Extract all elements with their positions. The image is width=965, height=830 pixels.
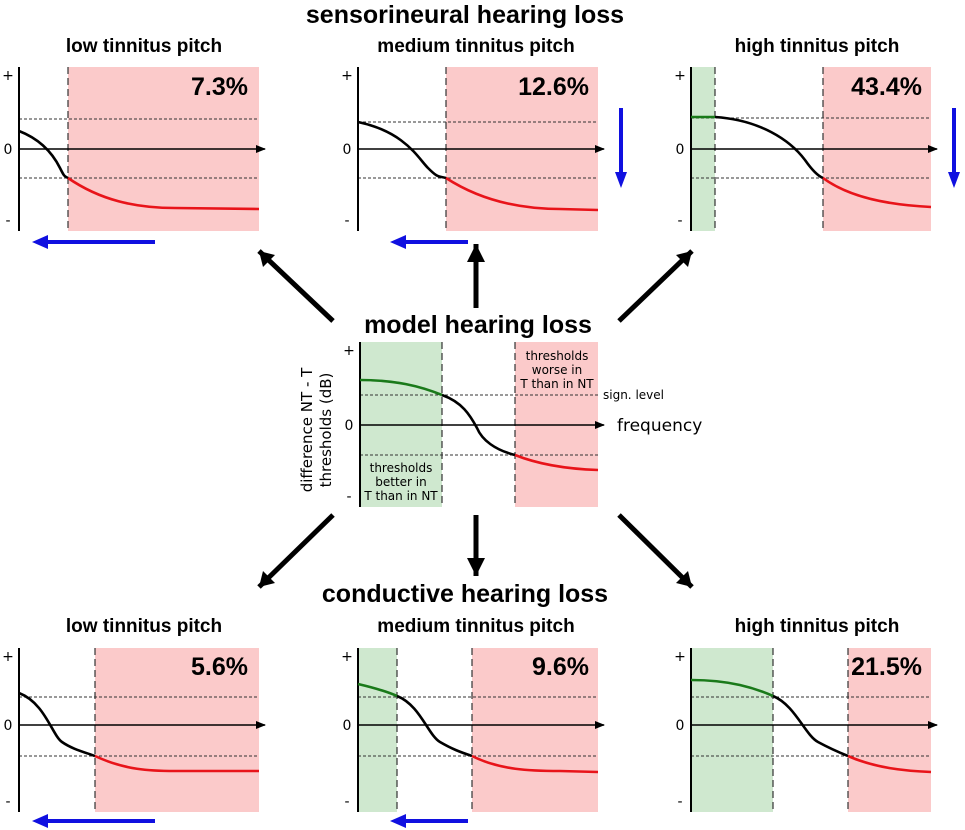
connector-arrowhead: [676, 251, 692, 267]
y-tick-label-plus: +: [2, 68, 14, 84]
panel-conductive-low-pitch: low tinnitus pitch 5.6% +0 -: [2, 616, 266, 828]
connector-arrowhead: [259, 251, 275, 267]
worse-zone-label-3: T than in NT: [519, 377, 594, 391]
worse-zone-label-2: worse in: [532, 363, 582, 377]
better-zone-label-2: better in: [375, 475, 426, 489]
threshold-curve: [441, 393, 516, 457]
y-tick-label-zero: 0: [676, 142, 685, 158]
worse-zone: [472, 648, 598, 812]
connector-arrow-sensorineural-low: [257, 249, 335, 323]
shift-arrowhead: [948, 172, 960, 188]
better-threshold-curve: [357, 682, 398, 698]
y-tick-label-zero: 0: [343, 718, 352, 734]
y-tick-label-plus: +: [674, 68, 686, 84]
connector-arrowhead: [467, 244, 485, 262]
panel-sensorineural-high-pitch: high tinnitus pitch 43.4% +0 -: [674, 36, 960, 231]
shift-arrowhead: [32, 814, 48, 828]
panel-sensorineural-low-pitch: low tinnitus pitch 7.3% +0 -: [2, 36, 266, 249]
worse-threshold-curve: [471, 754, 599, 774]
threshold-curve: [714, 115, 824, 180]
threshold-curve: [18, 129, 69, 180]
worse-zone: [848, 648, 931, 812]
worse-threshold-curve: [822, 176, 932, 209]
model-header: model hearing loss: [364, 311, 592, 339]
panel-sensorineural-medium-pitch: medium tinnitus pitch 12.6% +0 -: [341, 36, 627, 249]
y-tick-label-plus: +: [2, 649, 14, 665]
worse-threshold-curve: [847, 754, 932, 774]
shift-arrowhead: [390, 235, 406, 249]
y-tick-label-minus: -: [344, 213, 349, 229]
connector-arrow-sensorineural-high: [617, 249, 694, 323]
y-tick-label-plus: +: [674, 649, 686, 665]
threshold-curve: [396, 694, 473, 758]
panel-title: medium tinnitus pitch: [377, 616, 574, 637]
panel-model-hearing-loss: difference NT - T thresholds (dB) freque…: [298, 342, 702, 507]
y-tick-label-zero: 0: [4, 718, 13, 734]
y-tick-label-zero: 0: [676, 718, 685, 734]
better-threshold-curve: [690, 678, 774, 698]
connector-arrowhead: [467, 558, 485, 576]
x-axis-label: frequency: [617, 416, 702, 436]
threshold-curve: [357, 120, 447, 180]
shift-arrowhead: [32, 235, 48, 249]
worse-threshold-curve: [94, 754, 259, 773]
panel-percent: 43.4%: [851, 73, 922, 101]
better-zone: [358, 648, 397, 812]
significance-level-label: sign. level: [603, 388, 664, 402]
y-tick-label-zero: 0: [343, 142, 352, 158]
threshold-curve: [772, 694, 849, 758]
connector-arrowhead: [676, 571, 692, 587]
y-axis-label-line2: thresholds (dB): [317, 373, 335, 488]
connector-arrows: [257, 244, 694, 589]
connector-arrowhead: [259, 571, 275, 587]
worse-zone: [95, 648, 259, 812]
y-tick-label-plus: +: [341, 649, 353, 665]
shift-arrowhead: [390, 814, 406, 828]
better-zone: [691, 648, 773, 812]
better-zone-label-1: thresholds: [370, 461, 433, 475]
worse-zone-label-1: thresholds: [526, 349, 589, 363]
better-threshold-curve: [359, 378, 443, 397]
y-tick-label-plus: +: [343, 343, 355, 359]
y-tick-label-minus: -: [677, 794, 682, 810]
worse-threshold-curve: [445, 176, 599, 212]
panel-conductive-high-pitch: high tinnitus pitch 21.5% +0 -: [674, 616, 938, 812]
y-tick-label-zero: 0: [345, 418, 354, 434]
worse-threshold-curve: [514, 453, 599, 472]
y-tick-label-minus: -: [5, 794, 10, 810]
y-tick-label-minus: -: [677, 213, 682, 229]
panel-percent: 5.6%: [191, 653, 248, 681]
panel-title: low tinnitus pitch: [66, 36, 222, 57]
y-axis-label-line1: difference NT - T: [298, 367, 316, 492]
connector-arrow-conductive-low: [257, 513, 335, 589]
better-zone-label-3: T than in NT: [363, 489, 438, 503]
shift-arrowhead: [615, 172, 627, 188]
y-tick-label-zero: 0: [4, 142, 13, 158]
worse-threshold-curve: [67, 176, 260, 211]
panel-title: high tinnitus pitch: [735, 36, 900, 57]
panel-title: medium tinnitus pitch: [377, 36, 574, 57]
sensorineural-header: sensorineural hearing loss: [306, 1, 624, 29]
y-tick-label-minus: -: [344, 794, 349, 810]
y-tick-label-minus: -: [346, 489, 351, 505]
panel-percent: 7.3%: [191, 73, 248, 101]
threshold-curve: [18, 691, 96, 758]
connector-arrow-conductive-high: [617, 513, 694, 589]
conductive-header: conductive hearing loss: [322, 580, 608, 608]
panel-percent: 21.5%: [851, 653, 922, 681]
y-tick-label-plus: +: [341, 68, 353, 84]
y-tick-label-minus: -: [5, 213, 10, 229]
panel-conductive-medium-pitch: medium tinnitus pitch 9.6% +0 -: [341, 616, 605, 828]
panel-percent: 12.6%: [518, 73, 589, 101]
panel-percent: 9.6%: [532, 653, 589, 681]
panel-title: high tinnitus pitch: [735, 616, 900, 637]
panel-title: low tinnitus pitch: [66, 616, 222, 637]
